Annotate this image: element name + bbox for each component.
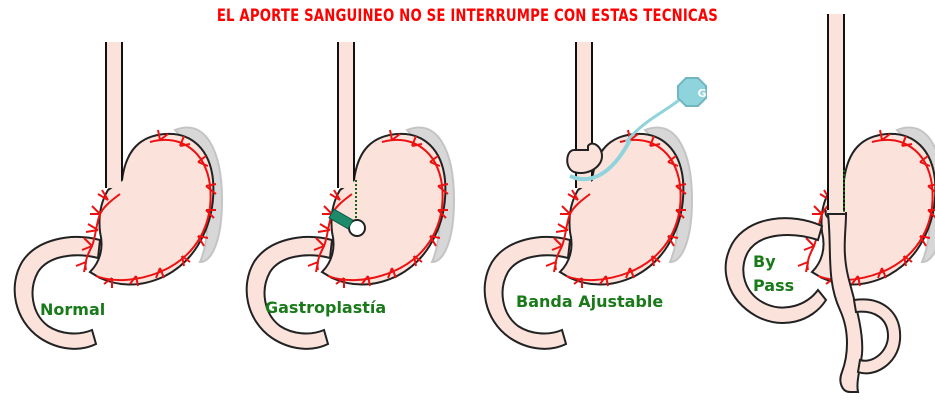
label-bypass-line2: Pass [753,276,794,295]
band-port-letter: G [697,87,706,100]
label-banda-ajustable: Banda Ajustable [516,292,663,311]
panel-bypass [726,14,935,392]
label-normal: Normal [40,300,105,319]
label-gastroplastia: Gastroplastía [265,298,386,317]
label-bypass-line1: By [753,252,776,271]
